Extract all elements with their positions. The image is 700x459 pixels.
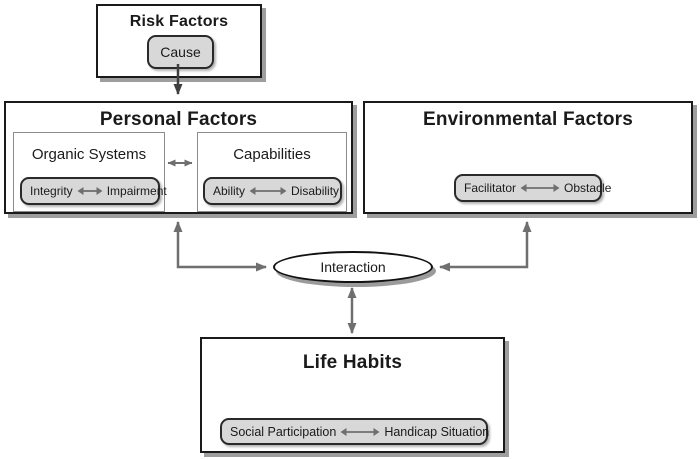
social-participation-label: Social Participation xyxy=(230,424,337,439)
integrity-label: Integrity xyxy=(30,184,73,198)
bidirectional-arrow-icon xyxy=(340,427,380,436)
bidirectional-arrow-icon xyxy=(77,187,103,195)
impairment-label: Impairment xyxy=(106,184,167,198)
interaction-label: Interaction xyxy=(320,259,386,275)
facilitator-obstacle-pill: Facilitator Obstacle xyxy=(454,174,611,202)
social-participation-handicap-situation-pill: Social Participation Handicap Situation xyxy=(220,418,490,445)
personal-factors-box: Personal Factors Organic Systems Integri… xyxy=(4,101,353,214)
interaction-ellipse: Interaction xyxy=(273,251,433,283)
personal-to-interaction-arrow xyxy=(173,221,267,272)
integrity-impairment-pill: Integrity Impairment xyxy=(20,177,167,205)
cause-pill: Cause xyxy=(147,35,214,69)
bidirectional-arrow-icon xyxy=(249,187,287,195)
organic-systems-subbox: Organic Systems Integrity Impairment xyxy=(13,132,167,212)
environmental-factors-box: Environmental Factors Facilitator Obstac… xyxy=(363,101,693,214)
life-habits-title: Life Habits xyxy=(302,352,403,373)
handicap-situation-label: Handicap Situation xyxy=(384,424,490,439)
disability-label: Disability xyxy=(291,184,340,198)
environmental-factors-title: Environmental Factors xyxy=(422,109,634,130)
facilitator-label: Facilitator xyxy=(464,181,517,195)
organic-systems-title: Organic Systems xyxy=(31,146,147,163)
capabilities-title: Capabilities xyxy=(233,146,311,163)
cause-label: Cause xyxy=(160,44,201,60)
bidirectional-arrow-icon xyxy=(520,184,560,192)
environmental-to-interaction-arrow xyxy=(439,221,532,272)
life-habits-box: Life Habits Social Participation Handica… xyxy=(200,337,505,453)
ability-label: Ability xyxy=(213,184,246,198)
capabilities-subbox: Capabilities Ability Disability xyxy=(197,132,347,212)
personal-factors-title: Personal Factors xyxy=(99,109,258,130)
ability-disability-pill: Ability Disability xyxy=(203,177,342,205)
obstacle-label: Obstacle xyxy=(564,181,612,195)
risk-factors-box: Risk Factors Cause xyxy=(96,4,262,78)
risk-factors-title: Risk Factors xyxy=(129,13,229,30)
